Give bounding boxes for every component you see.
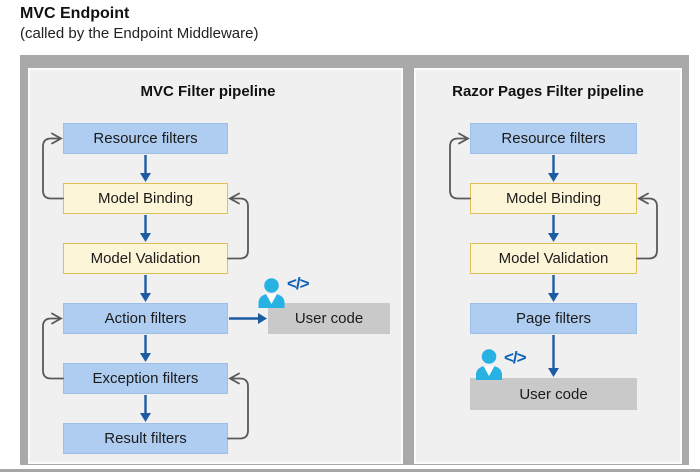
razor-model-validation-box: Model Validation (470, 243, 637, 274)
page-subtitle: (called by the Endpoint Middleware) (20, 25, 259, 42)
bottom-border-line (0, 469, 700, 472)
razor-user-code-box: User code (470, 378, 637, 410)
mvc-action-filters-box: Action filters (63, 303, 228, 334)
razor-resource-filters-box: Resource filters (470, 123, 637, 154)
mvc-result-filters-box: Result filters (63, 423, 228, 454)
razor-panel-title: Razor Pages Filter pipeline (452, 83, 644, 100)
mvc-model-binding-box: Model Binding (63, 183, 228, 214)
razor-code-glyph: </> (504, 348, 527, 367)
mvc-model-validation-box: Model Validation (63, 243, 228, 274)
mvc-exception-filters-box: Exception filters (63, 363, 228, 394)
mvc-code-glyph: </> (287, 274, 310, 293)
razor-model-binding-box: Model Binding (470, 183, 637, 214)
mvc-user-code-box: User code (268, 303, 390, 334)
page-title: MVC Endpoint (20, 5, 130, 22)
mvc-panel-title: MVC Filter pipeline (140, 83, 276, 100)
razor-page-filters-box: Page filters (470, 303, 637, 334)
mvc-resource-filters-box: Resource filters (63, 123, 228, 154)
